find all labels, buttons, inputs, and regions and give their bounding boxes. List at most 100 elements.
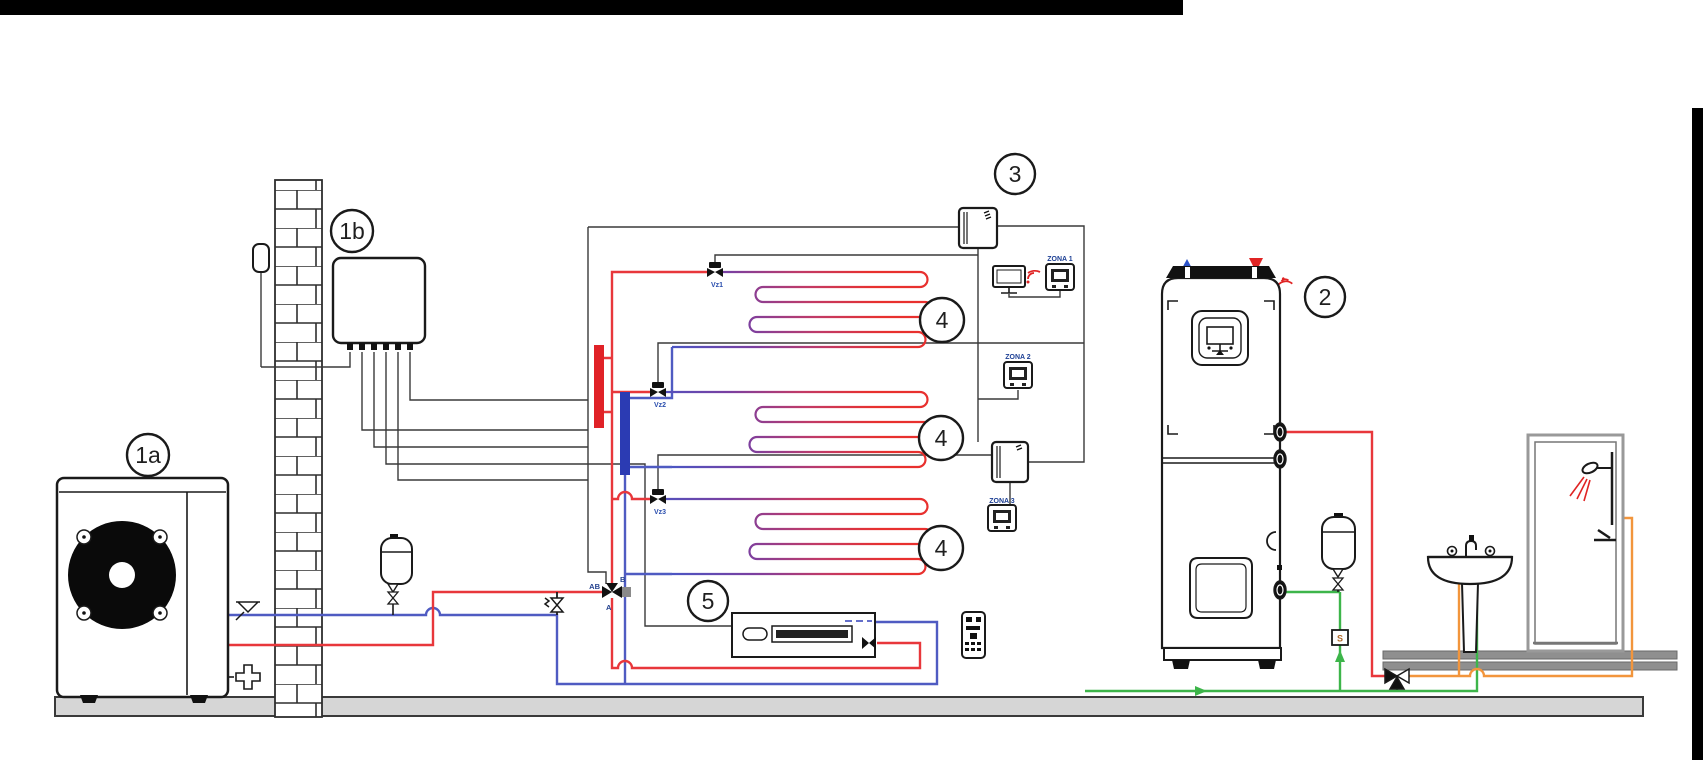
svg-text:4: 4 bbox=[935, 425, 948, 451]
tank-hatch bbox=[1189, 557, 1253, 619]
blue-main bbox=[228, 606, 939, 686]
zone-expansion-module bbox=[990, 440, 1030, 484]
label-3: 3 bbox=[993, 152, 1037, 196]
safety-group: S bbox=[1331, 629, 1349, 646]
ground-floor bbox=[54, 696, 1644, 717]
thermostat-zona1: ZONA 1 bbox=[1045, 256, 1075, 291]
svg-text:3: 3 bbox=[1009, 161, 1022, 187]
wire-bus-feed-4 bbox=[409, 352, 588, 401]
dhw-tank bbox=[1160, 258, 1293, 669]
label-4-zone2: 4 bbox=[917, 414, 965, 462]
label-4-zone1: 4 bbox=[918, 296, 966, 344]
brick-wall bbox=[274, 179, 323, 718]
top-black-bar bbox=[0, 0, 1183, 15]
outdoor-unit bbox=[55, 476, 261, 703]
antenna-icon bbox=[983, 210, 992, 220]
red-riser bbox=[610, 270, 708, 586]
tank-display bbox=[1191, 310, 1249, 366]
thermostat-zona3: ZONA 3 bbox=[987, 498, 1017, 532]
wire-to-fan-coil bbox=[385, 352, 732, 627]
hydro-module bbox=[331, 256, 427, 350]
drain-fitting-icon bbox=[228, 664, 261, 690]
zone-valves: Vz1 Vz2 Vz3 bbox=[650, 262, 723, 516]
remote-control-icon bbox=[961, 611, 986, 659]
safety-group-label: S bbox=[1337, 634, 1343, 644]
thermostat-zona2: ZONA 2 bbox=[1003, 354, 1033, 389]
shower-cabin bbox=[1526, 433, 1625, 653]
flow-arrow-right bbox=[1195, 686, 1207, 696]
tank-feet bbox=[1172, 660, 1276, 669]
zona2-label: ZONA 2 bbox=[1005, 354, 1031, 361]
shower-head-icon bbox=[1569, 452, 1616, 542]
svg-text:4: 4 bbox=[935, 535, 948, 561]
loop-zone2 bbox=[665, 390, 934, 469]
sensor-wire bbox=[261, 352, 351, 368]
wire-bus-feed-2 bbox=[373, 352, 588, 448]
wire-vz3 bbox=[657, 454, 992, 490]
underfloor-loops bbox=[665, 270, 934, 576]
label-4-zone3: 4 bbox=[917, 524, 965, 572]
wire-vz1 bbox=[714, 254, 978, 263]
return-manifold-bar bbox=[620, 392, 630, 475]
zone-valve-3: Vz3 bbox=[650, 489, 666, 516]
sink-bowl bbox=[1426, 555, 1514, 586]
bypass-valve bbox=[543, 592, 565, 615]
zone-valve-2: Vz2 bbox=[650, 382, 666, 409]
label-5: 5 bbox=[686, 579, 730, 623]
tank-fittings bbox=[1266, 422, 1287, 600]
wire-controller-loop bbox=[997, 225, 1085, 463]
wifi-icon bbox=[1026, 269, 1041, 284]
bathroom-slab-bottom bbox=[1382, 661, 1678, 671]
check-valve-icon bbox=[235, 601, 260, 621]
svg-text:5: 5 bbox=[702, 588, 715, 614]
expansion-vessel bbox=[380, 534, 413, 615]
port-b-label: B bbox=[620, 575, 626, 584]
faucet-icon bbox=[1446, 535, 1496, 557]
red-main bbox=[228, 590, 605, 647]
svg-text:2: 2 bbox=[1319, 284, 1332, 310]
fan-icon bbox=[68, 521, 176, 629]
unit-feet bbox=[80, 695, 208, 703]
right-black-bar bbox=[1692, 108, 1703, 760]
svg-text:1b: 1b bbox=[339, 218, 365, 244]
port-a-label: A bbox=[606, 603, 612, 612]
flow-manifold-bar bbox=[594, 345, 604, 428]
component-number-labels: 1a 1b 2 3 4 4 4 5 bbox=[125, 152, 1347, 623]
blue-return-loop1 bbox=[630, 347, 674, 400]
port-ab-label: AB bbox=[589, 582, 600, 591]
flow-arrow-up bbox=[1335, 650, 1345, 662]
three-way-valve: AB B A bbox=[589, 575, 631, 612]
spray-icon bbox=[1569, 476, 1591, 502]
terminal-blocks bbox=[347, 343, 413, 350]
valve-label: Vz2 bbox=[654, 402, 666, 409]
zona1-label: ZONA 1 bbox=[1047, 256, 1073, 263]
label-1b: 1b bbox=[329, 208, 375, 254]
sink-pedestal bbox=[1460, 582, 1480, 653]
wire-bus bbox=[587, 227, 607, 584]
sink bbox=[1426, 535, 1514, 653]
red-feed-vz3 bbox=[612, 490, 651, 501]
wire-bus-feed-1 bbox=[361, 352, 588, 431]
tank-out-triangle bbox=[1249, 258, 1263, 272]
loop-zone3 bbox=[665, 497, 934, 576]
heating-return-pipes bbox=[228, 347, 939, 686]
valve-label: Vz1 bbox=[711, 282, 723, 289]
corner-brackets bbox=[1167, 300, 1275, 435]
label-1a: 1a bbox=[125, 432, 171, 478]
wireless-display bbox=[992, 265, 1041, 294]
fan-coil-valve-icon bbox=[862, 637, 876, 649]
svg-text:1a: 1a bbox=[135, 442, 161, 468]
red-to-fan-coil bbox=[610, 598, 922, 670]
label-2: 2 bbox=[1303, 275, 1347, 319]
outdoor-sensor bbox=[252, 243, 270, 273]
svg-text:4: 4 bbox=[936, 307, 949, 333]
dhw-hot-pipe bbox=[1285, 430, 1385, 678]
control-wires bbox=[260, 225, 1085, 627]
mixed-hot-main bbox=[1407, 516, 1634, 678]
zone-valve-1: Vz1 bbox=[707, 262, 723, 289]
fan-coil-unit bbox=[731, 612, 876, 658]
mixing-valve bbox=[1384, 667, 1410, 690]
system-controller bbox=[957, 206, 999, 250]
valve-label: Vz3 bbox=[654, 509, 666, 516]
